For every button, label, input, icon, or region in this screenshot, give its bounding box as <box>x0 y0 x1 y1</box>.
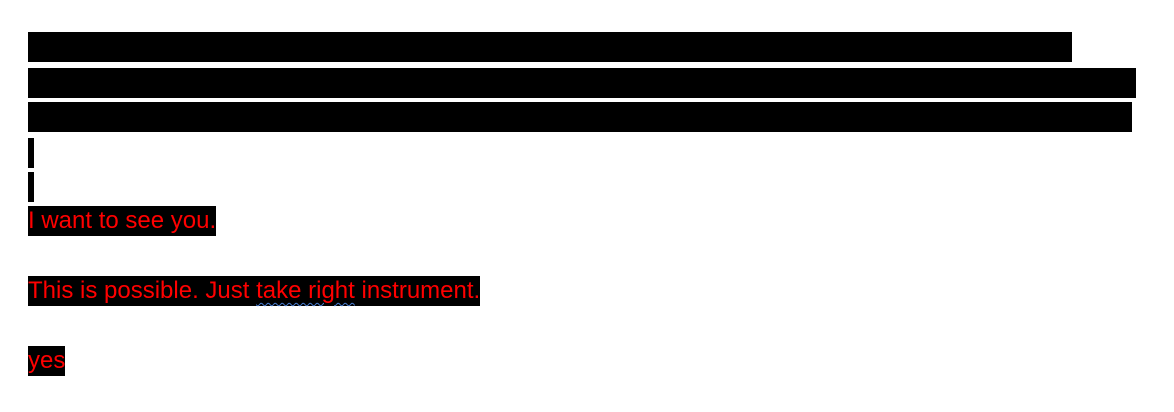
blank-line <box>28 236 1148 276</box>
paragraph[interactable]: I want to see you. <box>28 206 1148 236</box>
blank-line <box>28 306 1148 346</box>
redaction-bar <box>28 138 34 168</box>
redaction-bar <box>28 102 1132 132</box>
paragraph[interactable]: This is possible. Just take right instru… <box>28 276 1148 306</box>
text-run: This is possible. Just <box>28 277 257 304</box>
paragraph[interactable]: yes <box>28 346 1148 376</box>
redaction-bar <box>28 68 1136 98</box>
highlighted-text[interactable]: I want to see you. <box>28 206 217 236</box>
highlighted-text[interactable]: This is possible. Just take right instru… <box>28 276 481 306</box>
highlighted-text[interactable]: yes <box>28 346 66 376</box>
document-body[interactable]: I want to see you. This is possible. Jus… <box>28 32 1148 376</box>
redaction-bar <box>28 32 1072 62</box>
redaction-bar <box>28 172 34 202</box>
text-run: instrument. <box>354 277 481 304</box>
spellcheck-flagged-text[interactable]: take right <box>256 277 355 304</box>
